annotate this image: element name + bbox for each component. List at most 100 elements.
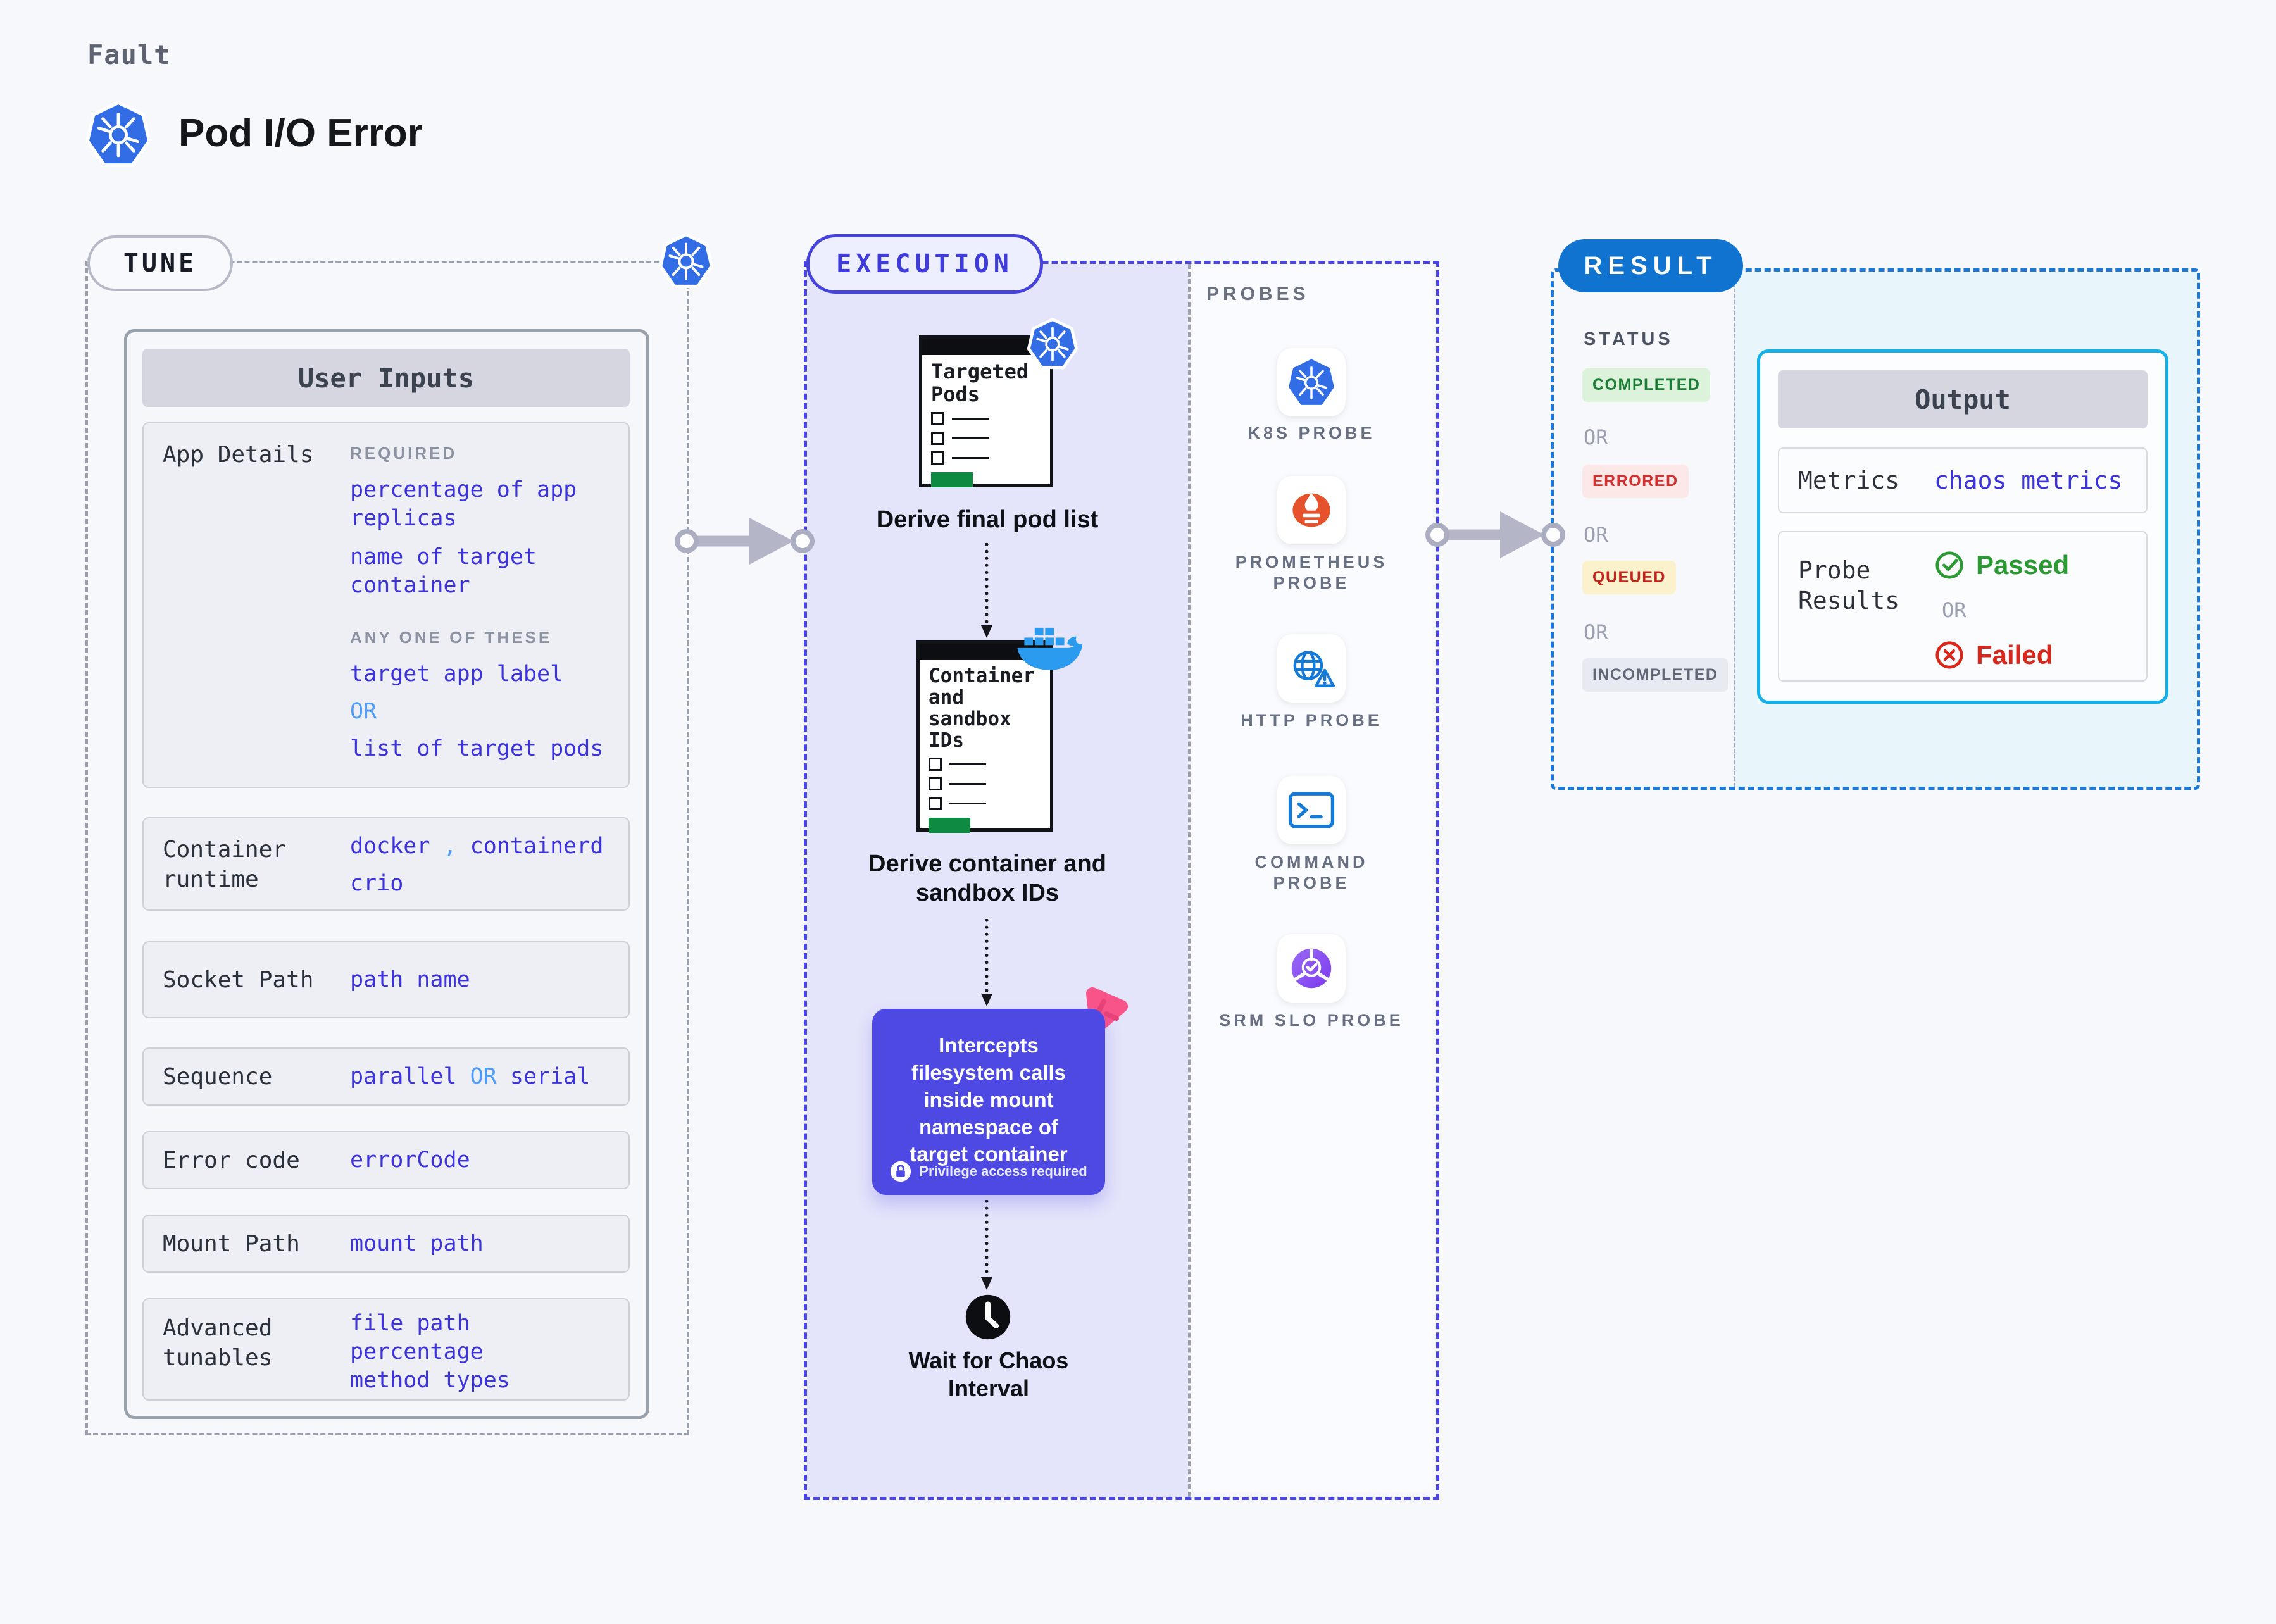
status-title: STATUS <box>1584 329 1673 349</box>
checkbox-icon <box>931 432 944 445</box>
row-mount-path: Mount Path mount path <box>142 1215 630 1273</box>
checklist-row <box>929 777 1050 790</box>
row-label: Sequence <box>163 1063 273 1090</box>
privilege-badge: Privilege access required <box>872 1161 1105 1182</box>
check-circle-icon <box>1935 551 1963 579</box>
flow-connector <box>981 543 992 638</box>
execution-to-result-arrow <box>1425 511 1565 558</box>
list-line <box>949 803 986 804</box>
probe-label: COMMAND PROBE <box>1254 853 1368 892</box>
required-subhead: REQUIRED <box>350 444 458 463</box>
command-probe-card <box>1277 776 1346 844</box>
execution-pill: EXECUTION <box>806 234 1043 294</box>
list-line <box>952 437 989 439</box>
list-line <box>952 418 989 420</box>
or-word: OR <box>1584 425 1608 449</box>
row-value: crio <box>350 871 404 896</box>
probe-label: SRM SLO PROBE <box>1219 1011 1404 1030</box>
intercept-step-box: Intercepts filesystem calls inside mount… <box>872 1009 1105 1195</box>
tune-to-execution-arrow <box>675 518 815 565</box>
kubernetes-icon <box>85 101 151 167</box>
probes-lane-bg <box>1191 265 1432 1492</box>
checklist-row <box>931 451 1050 465</box>
container-sandbox-doc: Container and sandbox IDs <box>916 640 1053 833</box>
row-value: docker <box>350 834 430 859</box>
clock-icon <box>965 1294 1011 1340</box>
result-pill: RESULT <box>1558 239 1743 292</box>
list-line <box>949 783 986 785</box>
tune-pill: TUNE <box>87 235 233 291</box>
passed-label: Passed <box>1976 550 2070 580</box>
user-inputs-card: User Inputs App Details REQUIRED percent… <box>124 329 649 1419</box>
doc-title: Container and sandbox IDs <box>929 665 1035 752</box>
k8s-probe-card <box>1277 348 1346 416</box>
srm-slo-probe-card <box>1277 934 1346 1003</box>
row-value: serial <box>510 1063 591 1089</box>
list-line <box>949 763 986 765</box>
http-globe-icon <box>1293 651 1335 687</box>
any-one-subhead: ANY ONE OF THESE <box>350 628 553 647</box>
probe-label: PROMETHEUS PROBE <box>1235 553 1388 592</box>
row-app-details: App Details REQUIRED percentage of app r… <box>142 422 630 788</box>
step-caption: Wait for Chaos Interval <box>908 1347 1069 1401</box>
status-badge-incompleted: INCOMPLETED <box>1582 658 1729 692</box>
row-value: containerd <box>470 834 604 859</box>
row-value: parallel <box>350 1063 457 1089</box>
user-inputs-header: User Inputs <box>142 349 630 407</box>
green-bar <box>929 818 970 833</box>
row-value: mount path <box>350 1230 484 1256</box>
row-advanced-tunables: Advanced tunables file path percentage m… <box>142 1298 630 1401</box>
row-value: percentage <box>350 1339 484 1365</box>
row-value: path name <box>350 966 470 992</box>
doc-title: Targeted Pods <box>931 359 1029 406</box>
checklist-row <box>931 412 1050 425</box>
probe-results-values: Passed OR Failed <box>1934 550 2069 670</box>
row-label: Advanced tunables <box>163 1315 273 1371</box>
lock-icon <box>891 1161 911 1182</box>
or-word: OR <box>470 1063 497 1089</box>
privilege-badge-label: Privilege access required <box>919 1163 1087 1179</box>
or-word: OR <box>1584 620 1608 644</box>
probe-label: HTTP PROBE <box>1241 711 1382 730</box>
execution-probes-divider <box>1188 264 1191 1497</box>
metrics-label: Metrics <box>1798 466 1900 494</box>
intercept-text: Intercepts filesystem calls inside mount… <box>910 1034 1068 1166</box>
probe-label: K8S PROBE <box>1247 423 1375 442</box>
row-error-code: Error code errorCode <box>142 1131 630 1189</box>
row-container-runtime: Container runtime docker , containerd cr… <box>142 817 630 911</box>
flow-connector <box>981 919 992 1006</box>
x-circle-icon <box>1935 641 1963 669</box>
checkbox-icon <box>931 451 944 465</box>
row-value: percentage of app replicas <box>350 477 577 531</box>
metrics-value: chaos metrics <box>1934 466 2123 494</box>
output-card: Output Metrics chaos metrics Probe Resul… <box>1757 349 2168 704</box>
row-label: Socket Path <box>163 966 314 993</box>
row-value: name of target container <box>350 544 537 598</box>
kubernetes-icon <box>1289 359 1334 405</box>
row-socket-path: Socket Path path name <box>142 941 630 1018</box>
checklist-row <box>931 432 1050 445</box>
list-line <box>952 457 989 459</box>
green-bar <box>931 472 973 487</box>
probe-results-row: Probe Results Passed OR Failed <box>1778 531 2148 682</box>
checklist-row <box>929 758 1050 771</box>
kubernetes-icon <box>1027 318 1079 370</box>
or-word: OR <box>1584 523 1608 547</box>
checkbox-icon <box>929 758 942 771</box>
or-word: OR <box>1942 598 1966 622</box>
step-caption: Derive final pod list <box>876 506 1099 533</box>
output-header: Output <box>1778 370 2148 428</box>
row-value: file path <box>350 1311 470 1336</box>
http-probe-card <box>1277 634 1346 703</box>
checkbox-icon <box>931 412 944 425</box>
probe-results-label: Probe Results <box>1798 556 1900 615</box>
result-divider <box>1734 272 1735 787</box>
fault-kicker: Fault <box>87 39 171 70</box>
row-label: Error code <box>163 1147 300 1173</box>
metrics-row: Metrics chaos metrics <box>1778 447 2148 513</box>
row-value: errorCode <box>350 1147 470 1173</box>
probes-lane-title: PROBES <box>1206 284 1310 304</box>
checklist-row <box>929 797 1050 810</box>
prometheus-icon <box>1292 492 1330 527</box>
checkbox-icon <box>929 797 942 810</box>
